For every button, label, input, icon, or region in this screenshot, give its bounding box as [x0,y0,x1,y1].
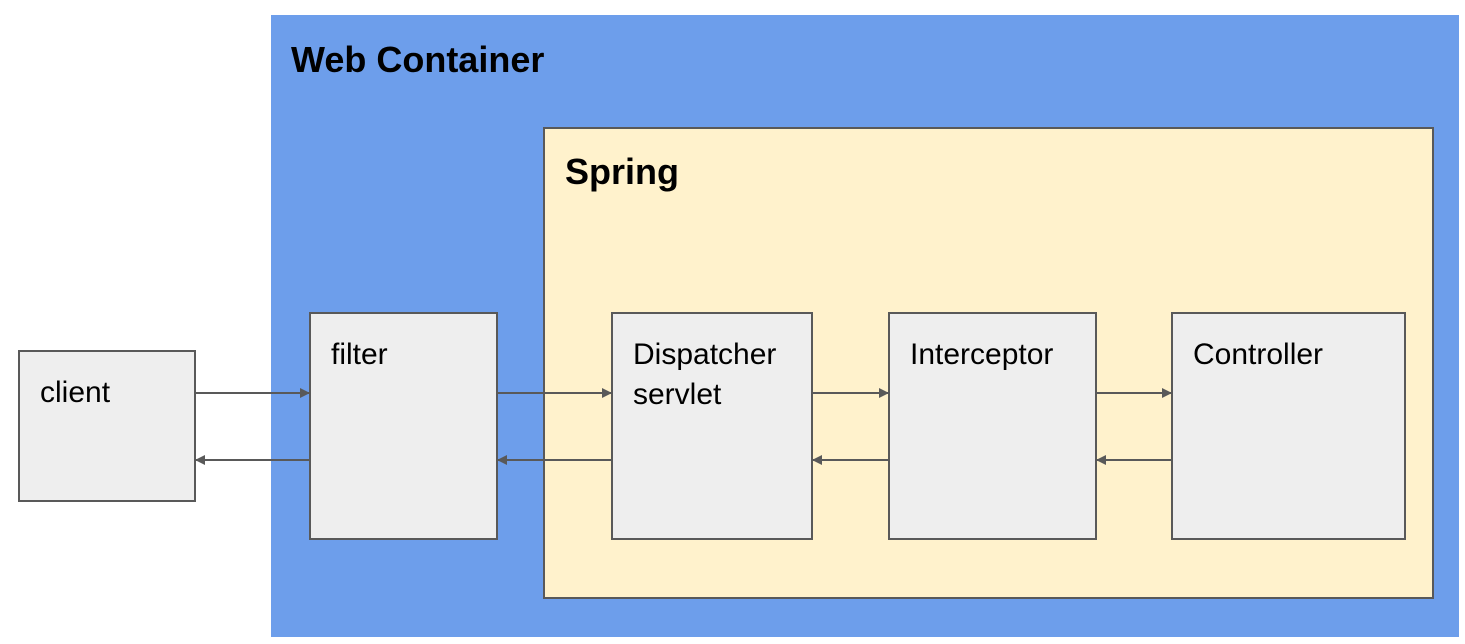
controller-node: Controller [1171,312,1406,540]
spring-title: Spring [565,151,679,192]
filter-label: filter [331,338,388,371]
filter-node: filter [309,312,498,540]
client-node: client [18,350,196,502]
dispatcher-servlet-label: Dispatcher servlet [633,338,777,411]
web-container-title: Web Container [291,39,545,80]
interceptor-node: Interceptor [888,312,1097,540]
dispatcher-servlet-node: Dispatcher servlet [611,312,813,540]
controller-label: Controller [1193,338,1324,371]
interceptor-label: Interceptor [910,338,1054,371]
client-label: client [40,376,111,409]
